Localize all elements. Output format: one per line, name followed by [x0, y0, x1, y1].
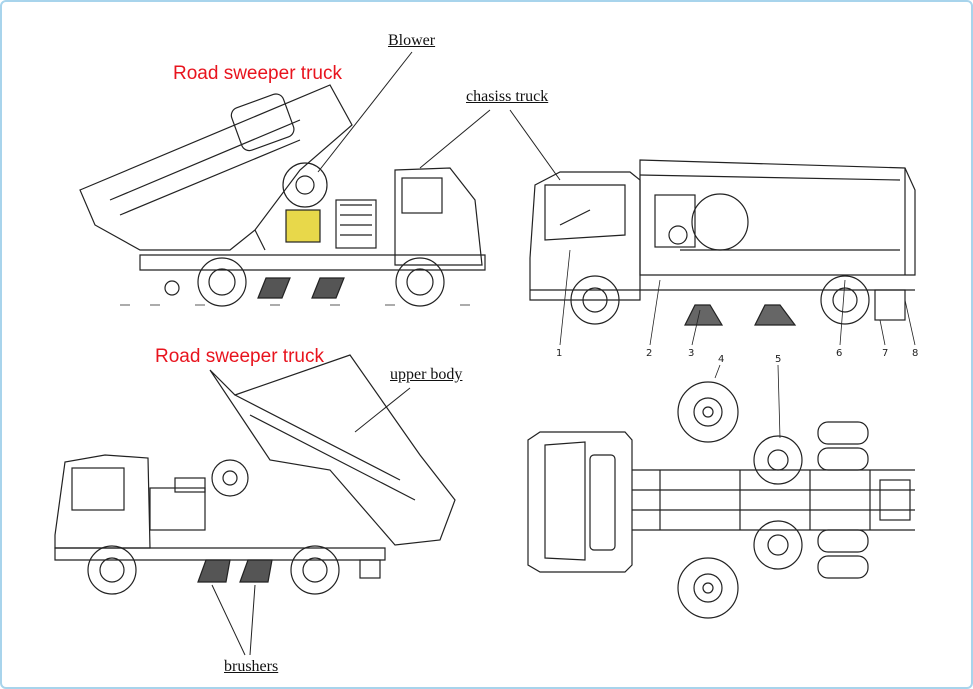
truck-side-view-top	[79, 84, 486, 307]
svg-text:3: 3	[688, 348, 694, 359]
diagram-title-top: Road sweeper truck	[173, 63, 342, 84]
callout-lines	[317, 51, 561, 433]
svg-text:2: 2	[646, 348, 652, 359]
svg-text:8: 8	[912, 348, 918, 359]
svg-text:5: 5	[775, 354, 781, 365]
diagram-title-bottom: Road sweeper truck	[155, 346, 324, 367]
label-upper-body: upper body	[390, 366, 463, 383]
svg-text:4: 4	[718, 354, 724, 365]
truck-side-view-bottom	[54, 354, 456, 656]
label-chassis-truck: chasiss truck	[466, 88, 549, 105]
svg-text:1: 1	[556, 348, 562, 359]
truck-top-view: 4 5	[527, 354, 915, 619]
label-blower: Blower	[388, 32, 436, 49]
svg-text:6: 6	[836, 348, 842, 359]
truck-side-view-right: 1 2 3 6 7 8	[529, 159, 918, 359]
label-brushers: brushers	[224, 658, 279, 675]
svg-text:7: 7	[882, 348, 888, 359]
